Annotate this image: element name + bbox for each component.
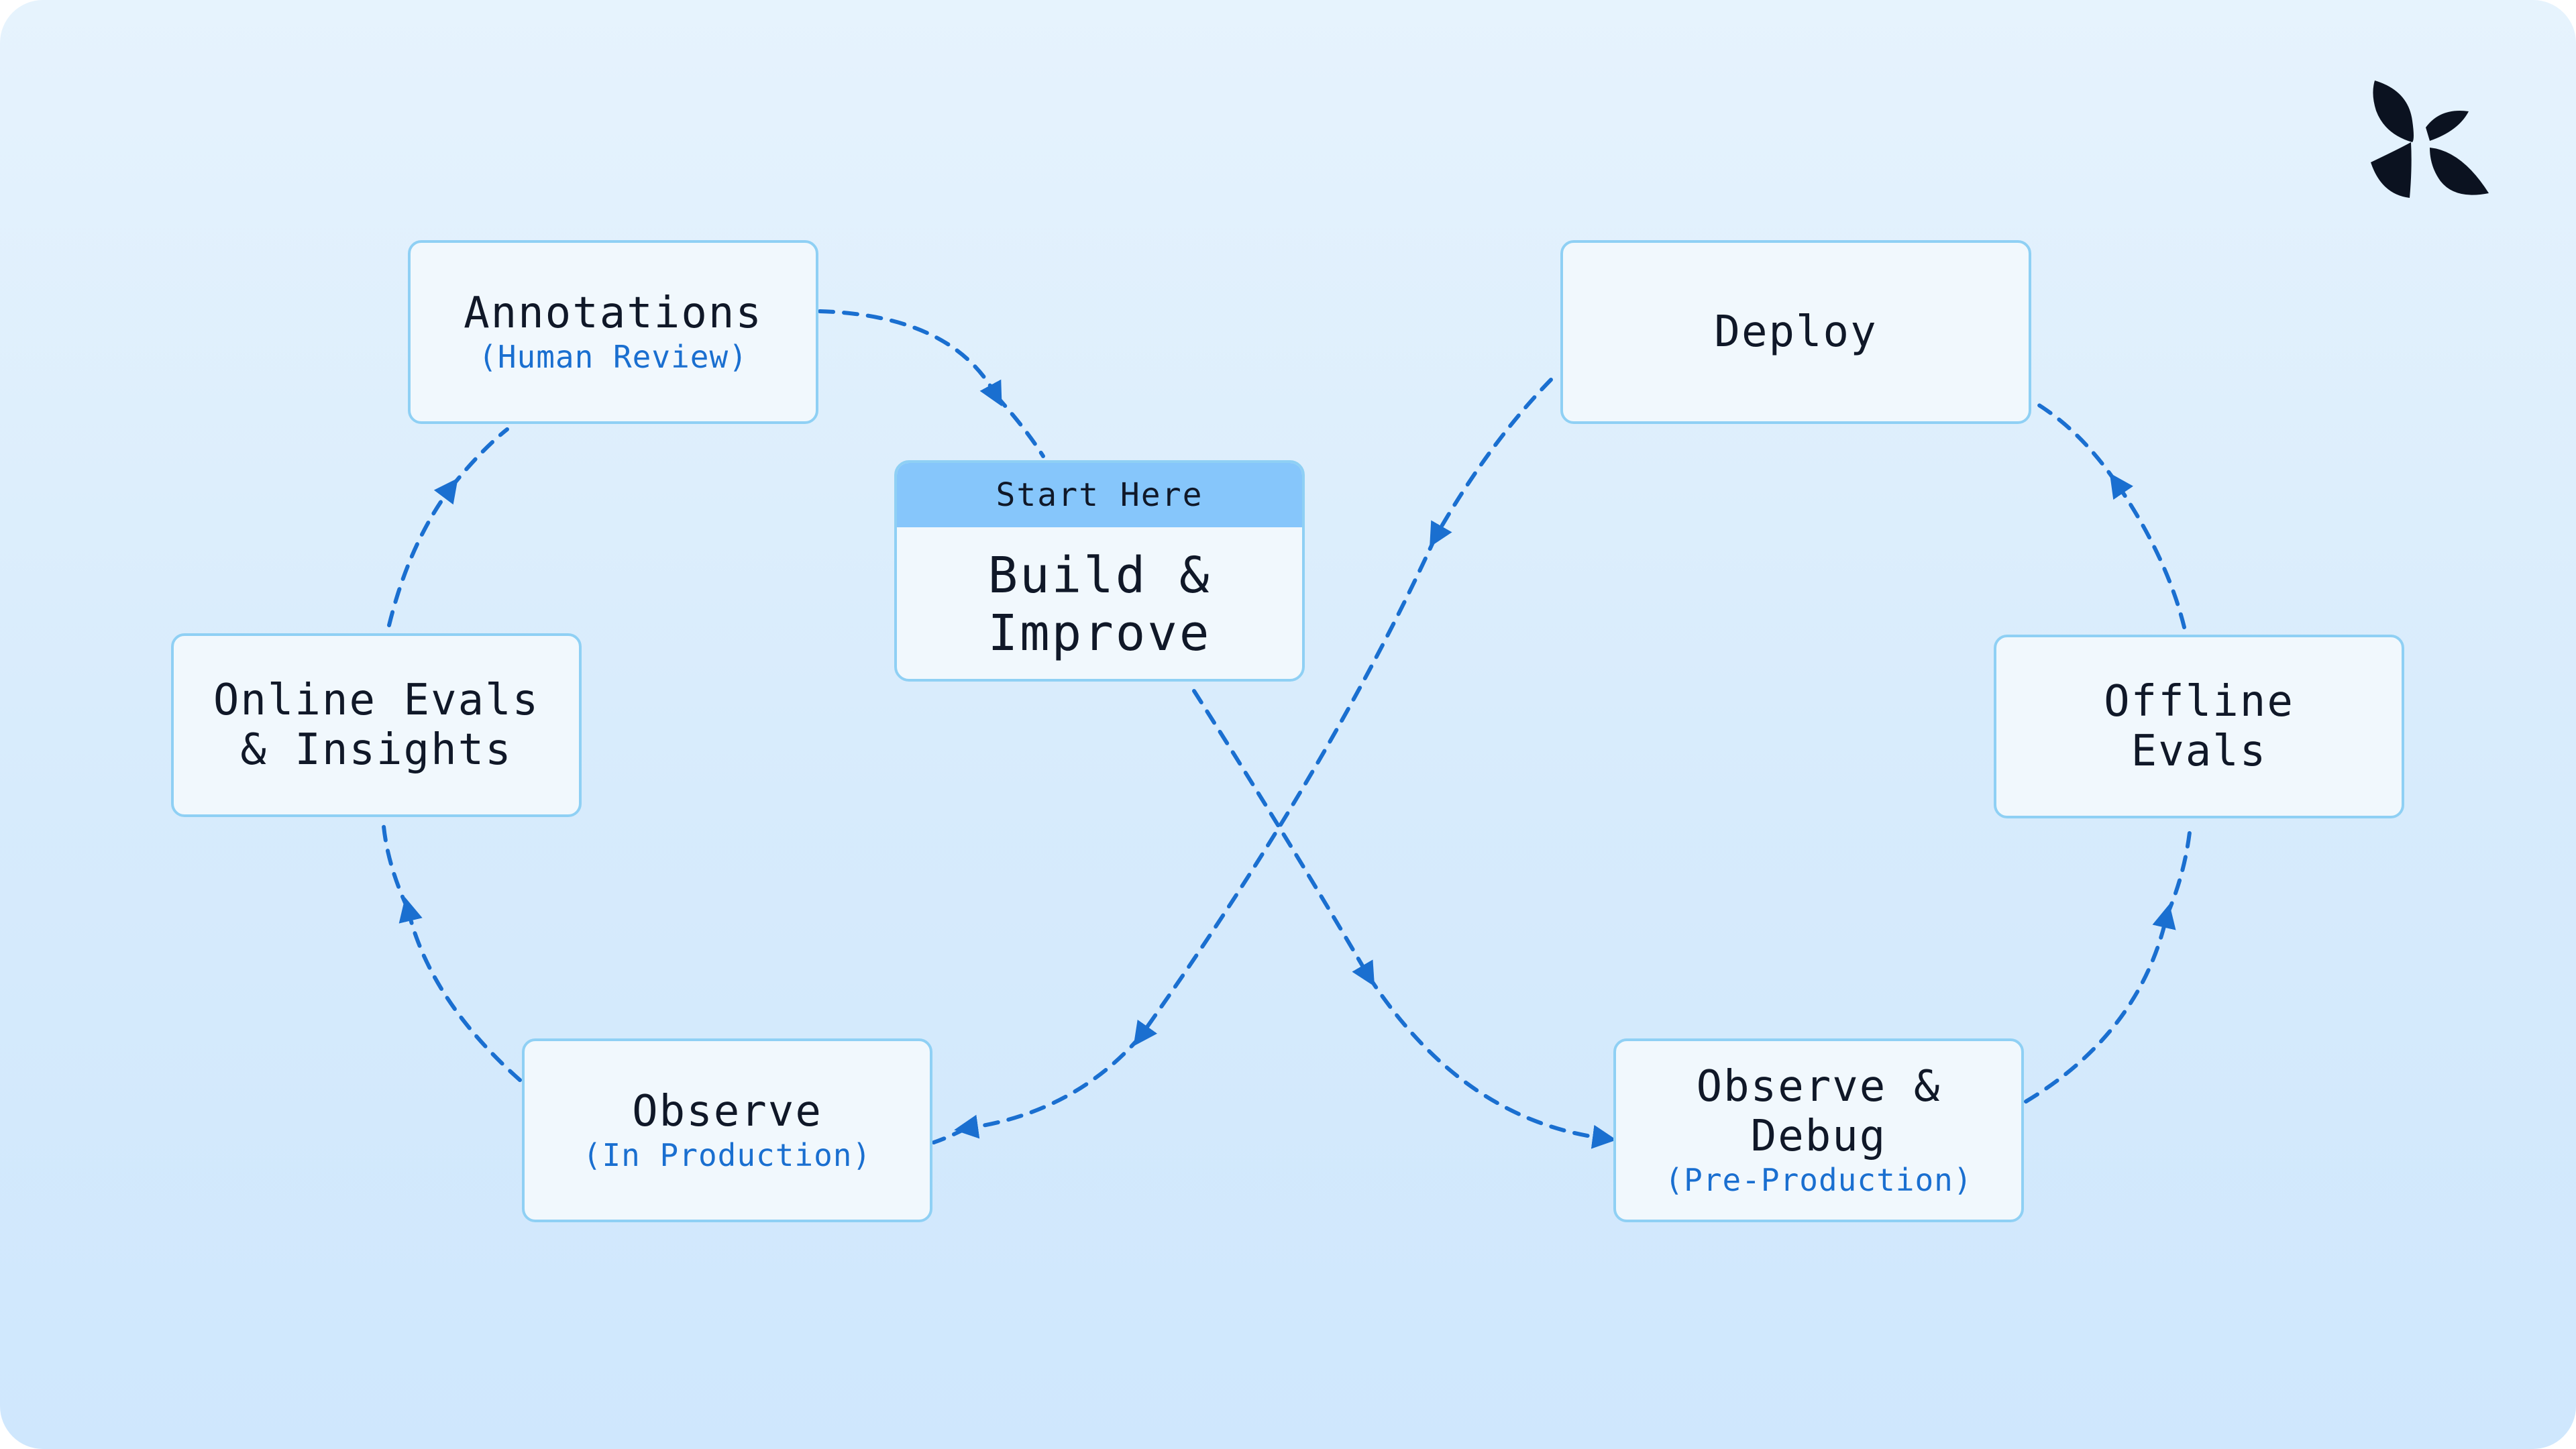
connector-into-observe-production: [932, 1126, 968, 1144]
observe-production-title: Observe: [632, 1087, 822, 1136]
connector-cross-diagonal: [1133, 535, 1438, 1046]
arrow-cross-to-observe-debug: [1366, 974, 1617, 1149]
deploy-title: Deploy: [1714, 307, 1878, 357]
connector-from-offline: [2109, 473, 2186, 629]
arrow-build-to-cross: [1192, 689, 1375, 987]
online-evals-title: Online Evals & Insights: [213, 676, 540, 775]
pinwheel-logo-icon: [2371, 80, 2489, 198]
observe-debug-subtitle: (Pre-Production): [1664, 1162, 1973, 1198]
connector-into-annotations: [449, 427, 509, 490]
observe-production-node: Observe (In Production): [522, 1038, 932, 1222]
annotations-subtitle: (Human Review): [478, 339, 748, 375]
observe-debug-node: Observe & Debug (Pre-Production): [1613, 1038, 2024, 1222]
annotations-title: Annotations: [464, 288, 763, 338]
arrow-annotations-to-build: [818, 309, 1002, 407]
start-node: Start Here Build & Improve: [894, 460, 1305, 682]
connector-into-build: [994, 394, 1045, 458]
arrow-deploy-to-cross: [1430, 378, 1553, 547]
deploy-node: Deploy: [1560, 240, 2031, 424]
connector-from-deploy: [2033, 400, 2118, 485]
offline-evals-title: Offline Evals: [2104, 677, 2294, 776]
arrow-online-to-annotations: [387, 478, 458, 627]
annotations-node: Annotations (Human Review): [408, 240, 818, 424]
connector-into-online: [382, 824, 410, 911]
observe-production-subtitle: (In Production): [582, 1137, 872, 1173]
build-improve-title: Build & Improve: [987, 547, 1212, 662]
observe-debug-title: Observe & Debug: [1696, 1062, 1941, 1161]
arrow-observe-debug-to-offline: [2024, 904, 2176, 1104]
start-here-header: Start Here: [897, 463, 1302, 527]
arrow-observe-production-to-online: [398, 897, 522, 1082]
online-evals-node: Online Evals & Insights: [171, 633, 582, 817]
offline-evals-node: Offline Evals: [1994, 635, 2404, 818]
arrow-cross-to-observe-production: [954, 1034, 1142, 1139]
connector-into-offline: [2165, 824, 2192, 918]
